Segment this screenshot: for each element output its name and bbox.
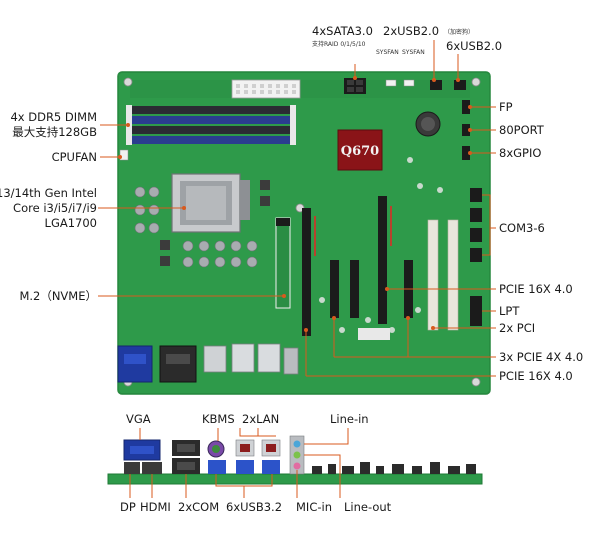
io-label-lan: 2xLAN [242,412,279,426]
io-usb32-stack-2 [236,460,254,474]
pci-slot-1 [427,219,439,331]
label-cpufan: CPUFAN [52,150,97,164]
label-usb2-header-2: 2xUSB2.0 [383,24,439,38]
pcie16-slot-b [378,196,387,324]
usb2-header-b [454,80,466,90]
gpio-header [462,146,470,160]
board: Q670 [117,71,491,395]
io-label-usb32: 6xUSB3.2 [226,500,282,514]
label-dimm-1: 4x DDR5 DIMM [10,110,97,124]
label-usb2-note: （加密狗） [444,28,474,36]
label-cpu-2: Core i3/i5/i7/i9 [13,201,97,215]
sysfan-header-1 [385,79,397,87]
board-rear-io [117,343,299,383]
label-dimm-2: 最大支持128GB [12,125,97,139]
atx-power-connector [231,79,301,99]
io-line-in-jack [293,440,301,448]
sata-ports [344,78,366,94]
io-labels: VGA KBMS 2xLAN Line-in DP HDMI 2xCOM 6xU… [120,412,392,514]
label-pcie16-a: PCIE 16X 4.0 [499,282,573,296]
board-audio-jacks [283,347,299,375]
pcie4-slot-2 [350,260,359,318]
label-cpu-1: 2/13/14th Gen Intel [0,186,97,200]
sysfan-header-2 [403,79,415,87]
io-label-line-out: Line-out [344,500,392,514]
io-usb32-stack-3 [262,460,280,474]
label-lpt: LPT [499,304,520,318]
label-gpio: 8xGPIO [499,146,541,160]
label-pcie16-b: PCIE 16X 4.0 [499,369,573,383]
board-vga-port [117,345,153,383]
cpu-socket [171,173,250,233]
label-m2: M.2（NVME） [19,289,97,303]
rear-io-strip [107,435,483,485]
io-label-line-in: Line-in [330,412,369,426]
board-usb-stack-1 [203,345,227,373]
io-mic-in-jack [293,462,301,470]
dimm-slot-1 [126,106,296,114]
com-headers [470,188,482,262]
io-label-hdmi: HDMI [140,500,171,514]
label-cpu-3: LGA1700 [45,216,97,230]
board-labels: 4xSATA3.0 支持RAID 0/1/5/10 SYSFAN SYSFAN … [0,24,583,383]
lpt-header [470,296,482,326]
port80-header [462,124,470,136]
io-hdmi-port [142,462,162,474]
label-pcie4: 3x PCIE 4X 4.0 [499,350,583,364]
board-lan-2 [257,343,281,373]
label-com: COM3-6 [499,221,545,235]
io-label-dp: DP [120,500,136,514]
board-label-sticker [358,328,390,340]
io-label-com: 2xCOM [178,500,219,514]
label-fp: FP [499,100,513,114]
board-lan-1 [231,343,255,373]
label-sysfan-2: SYSFAN [402,49,425,56]
io-usb32-stack-1 [208,460,226,474]
dimm-slot-4 [126,136,296,144]
label-80port: 80PORT [499,123,545,137]
io-label-kbms: KBMS [202,412,235,426]
chipset: Q670 [337,129,383,171]
label-pci: 2x PCI [499,321,535,335]
io-leader-lines [129,428,349,498]
fp-header [462,100,470,114]
label-sata: 4xSATA3.0 [312,24,373,38]
pcie16-slot-a [302,208,311,336]
pcie4-slot-1 [330,260,339,318]
dimm-slot-2 [126,116,296,124]
pci-slot-2 [447,219,459,331]
label-usb2-header-6: 6xUSB2.0 [446,39,502,53]
usb2-header-a [430,80,442,90]
dimm-slot-3 [126,126,296,134]
vrm-area [134,186,258,268]
io-line-out-jack [293,451,301,459]
chipset-label: Q670 [341,144,379,159]
io-label-mic-in: MIC-in [296,500,332,514]
io-label-vga: VGA [126,412,151,426]
label-sysfan-1: SYSFAN [376,49,399,56]
io-board-edge [107,473,483,485]
leader-lines [98,40,496,377]
io-dp-port [124,462,140,474]
label-sata-raid: 支持RAID 0/1/5/10 [312,40,366,48]
